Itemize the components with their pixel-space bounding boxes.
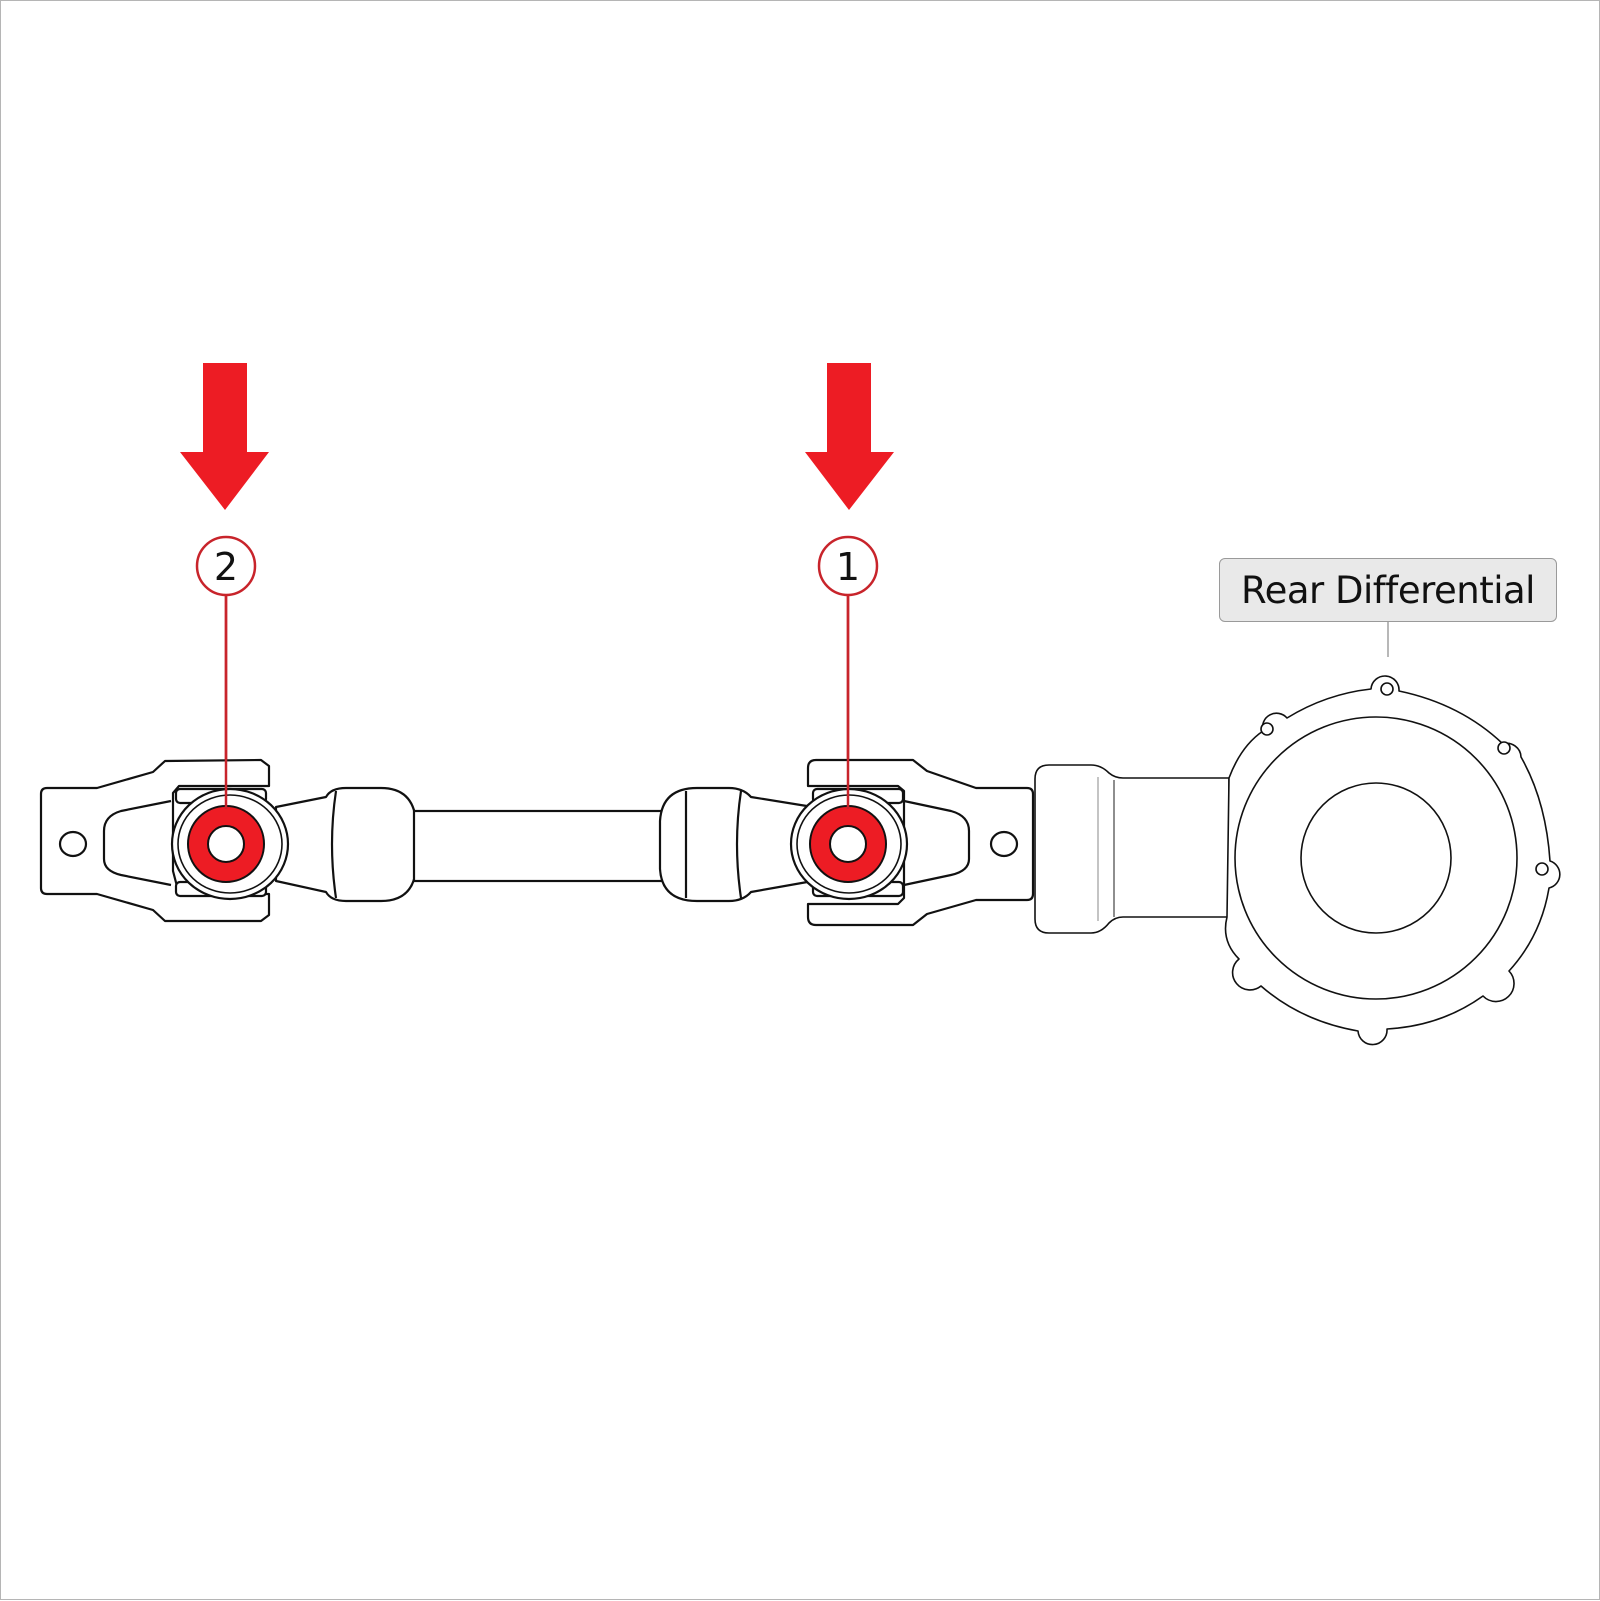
down-arrow-icon (805, 363, 894, 510)
rear-slip-sleeve (658, 786, 815, 903)
front-slip-sleeve (274, 786, 418, 903)
rear-u-joint (789, 787, 909, 901)
rear-differential-housing (1034, 675, 1561, 1046)
callout-number-2: 2 (214, 545, 238, 589)
driveshaft-tube (412, 809, 664, 883)
callout-number-1: 1 (836, 545, 860, 589)
rear-differential-label: Rear Differential (1219, 558, 1557, 622)
front-u-joint (170, 787, 290, 901)
down-arrow-icon (180, 363, 269, 510)
